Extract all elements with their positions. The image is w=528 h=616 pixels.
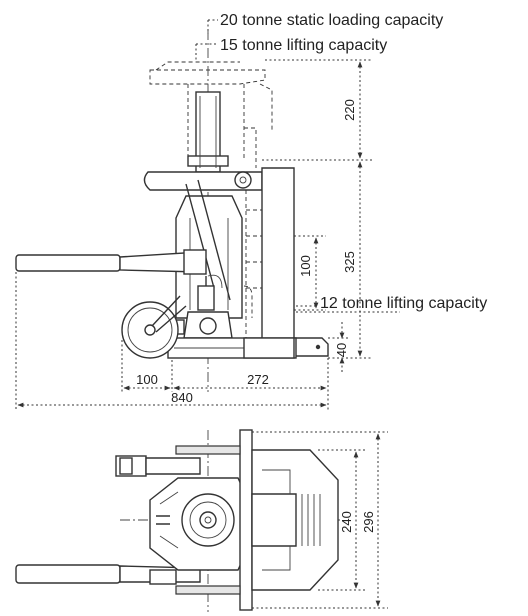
callouts: 20 tonne static loading capacity 15 tonn… (195, 12, 487, 313)
top-view (15, 429, 340, 612)
callout-15-tonne: 15 tonne lifting capacity (220, 37, 387, 54)
top-handle-upper (115, 455, 201, 477)
top-body (149, 477, 249, 571)
pump-mechanism (165, 274, 233, 339)
top-toe-frame (239, 429, 339, 611)
dim-325: 325 (342, 251, 357, 273)
base (167, 337, 297, 359)
dim-296: 296 (361, 511, 376, 533)
dim-272: 272 (247, 372, 269, 387)
top-wheels (175, 445, 241, 595)
top-view-dimensions: 240 296 (252, 431, 388, 609)
side-view-dimensions: 220 325 100 40 100 272 840 (15, 59, 372, 410)
callout-12-tonne: 12 tonne lifting capacity (320, 295, 487, 312)
dim-240: 240 (339, 511, 354, 533)
dim-100-horizontal: 100 (136, 372, 158, 387)
dim-840: 840 (171, 390, 193, 405)
side-view (15, 30, 329, 392)
top-handle-lower (15, 564, 201, 585)
top-claw (143, 171, 263, 191)
wheel (121, 295, 187, 359)
ram (187, 91, 229, 173)
dim-220: 220 (342, 99, 357, 121)
dim-40: 40 (334, 343, 349, 357)
pump-handle (15, 249, 207, 275)
dim-100-vertical: 100 (298, 255, 313, 277)
toe-frame (245, 167, 295, 341)
cylinder-body (175, 179, 243, 319)
extended-ram-outline (149, 61, 273, 168)
callout-static-capacity: 20 tonne static loading capacity (220, 12, 443, 29)
